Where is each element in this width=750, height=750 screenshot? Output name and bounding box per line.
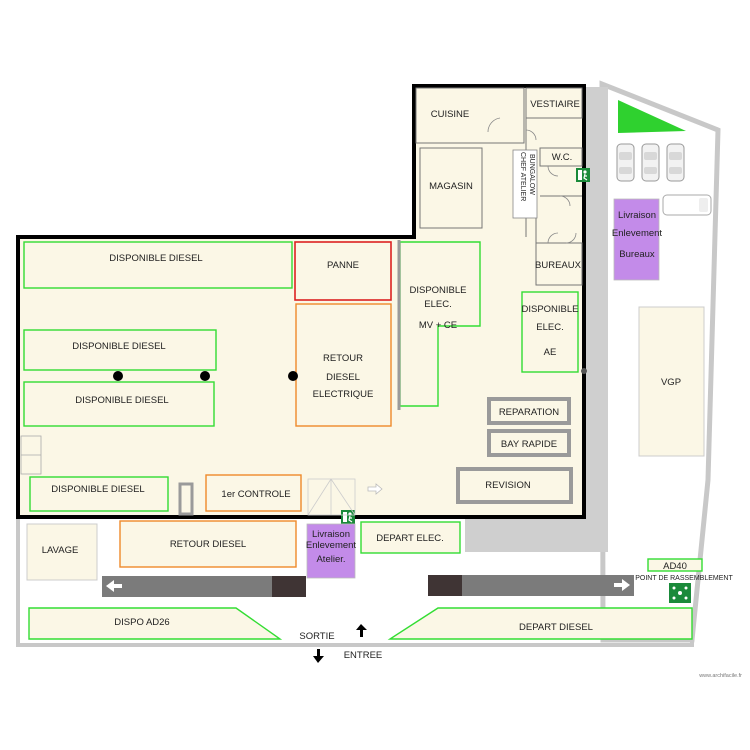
label-cuisine: CUISINE [431, 109, 470, 120]
room-wc [539, 147, 583, 167]
entree-arrow-icon [356, 624, 367, 637]
emergency-exit-icon [576, 168, 590, 182]
zone-disponible-elec-ae [521, 291, 579, 373]
grey-corridor-lower [465, 517, 608, 552]
zone-panne [294, 241, 392, 301]
lane-left [102, 576, 306, 597]
zone-depart-diesel [387, 607, 693, 640]
zone-retour-diesel-electrique [295, 303, 392, 427]
door-arc [547, 232, 559, 244]
label-disponible-elec-2: ELEC. [424, 299, 451, 310]
label-sortie: SORTIE [299, 631, 334, 642]
label-disponible-elec-1: DISPONIBLE [409, 285, 466, 296]
zone-livraison-bureaux [613, 198, 660, 281]
bungalow-label: BUNGALOW [528, 154, 535, 195]
label-retour-2: DIESEL [326, 372, 360, 383]
label-vestiaire: VESTIAIRE [530, 99, 580, 110]
label-disponible-elec-3: MV + CE [419, 320, 457, 331]
bungalow-sub-label: CHEF ATELIER [519, 152, 526, 201]
bungalow-panel [512, 149, 538, 219]
zone-disponible-diesel-bottom [29, 476, 169, 512]
zone-disponible-diesel-mid [23, 329, 217, 371]
label-retour-diesel: RETOUR DIESEL [170, 539, 246, 550]
yard-outline [16, 518, 694, 647]
label-livraison-bureaux-3: Bureaux [619, 249, 655, 260]
label-bay-rapide: BAY RAPIDE [501, 439, 557, 450]
zone-livraison-atelier [306, 523, 356, 579]
direction-arrow-icon [367, 483, 383, 495]
label-disponible-diesel-mid: DISPONIBLE DIESEL [72, 341, 165, 352]
pillar [288, 371, 298, 381]
door-arc [559, 195, 571, 207]
zone-disponible-diesel-low [23, 381, 215, 427]
door-arc [565, 232, 577, 244]
label-dispo-ad26: DISPO AD26 [114, 617, 169, 628]
zone-depart-elec [360, 521, 461, 554]
building-floor [18, 86, 584, 517]
label-ad40: AD40 [663, 561, 687, 572]
label-revision: REVISION [485, 480, 531, 491]
door-arc [547, 165, 559, 177]
zone-reparation [487, 397, 571, 425]
rack-small [178, 482, 194, 516]
watermark: www.archifacile.fr [698, 673, 742, 679]
label-1er-controle: 1er CONTROLE [221, 489, 290, 500]
label-retour-1: RETOUR [323, 353, 363, 364]
zone-retour-diesel [119, 520, 297, 568]
door-arc [525, 129, 537, 141]
room-cuisine [415, 87, 525, 144]
car-icon [641, 143, 660, 182]
label-disponible-diesel-low: DISPONIBLE DIESEL [75, 395, 168, 406]
room-magasin [419, 147, 483, 229]
room-bureaux [535, 242, 583, 286]
label-wc: W.C. [552, 152, 573, 163]
label-disponible-ae-2: ELEC. [536, 322, 563, 333]
lane-right [428, 575, 634, 596]
label-lavage: LAVAGE [42, 545, 79, 556]
label-disponible-ae-1: DISPONIBLE [521, 304, 578, 315]
zone-vgp [638, 306, 705, 457]
zone-ad40 [647, 558, 703, 572]
assembly-point-icon [669, 583, 691, 603]
label-magasin: MAGASIN [429, 181, 473, 192]
label-retour-3: ELECTRIQUE [313, 389, 374, 400]
label-depart-elec: DEPART ELEC. [376, 533, 444, 544]
label-depart-diesel: DEPART DIESEL [519, 622, 593, 633]
zone-bay-rapide [487, 429, 571, 457]
zone-dispo-ad26 [28, 607, 283, 640]
van-icon [662, 194, 712, 216]
label-reparation: REPARATION [499, 407, 559, 418]
label-livraison-atelier-2: Enlevement [306, 540, 357, 551]
label-livraison-atelier-1: Livraison [312, 529, 350, 540]
label-panne: PANNE [327, 260, 359, 271]
label-vgp: VGP [661, 377, 681, 388]
pillar [113, 371, 123, 381]
green-space [618, 100, 686, 133]
sortie-arrow-icon [313, 649, 324, 663]
label-entree: ENTREE [344, 650, 383, 661]
label-livraison-bureaux-2: Enlevement [612, 228, 663, 239]
car-icon [666, 143, 685, 182]
label-livraison-bureaux-1: Livraison [618, 210, 656, 221]
zone-1er-controle [205, 474, 302, 512]
label-point-rassemblement: POINT DE RASSEMBLEMENT [635, 575, 733, 582]
zone-disponible-diesel-top [23, 241, 293, 289]
door-arc [487, 117, 501, 133]
car-icon [616, 143, 635, 182]
zone-lavage [26, 523, 98, 581]
grey-corridor [584, 87, 608, 519]
label-disponible-ae-3: AE [544, 347, 557, 358]
pillar [581, 368, 587, 374]
label-livraison-atelier-3: Atelier. [316, 554, 345, 565]
pillar [200, 371, 210, 381]
building-wall [16, 84, 586, 519]
label-disponible-diesel-bottom: DISPONIBLE DIESEL [51, 484, 144, 495]
zone-revision [456, 467, 573, 504]
label-bureaux: BUREAUX [535, 260, 582, 271]
entry-door [307, 478, 356, 516]
label-disponible-diesel-top: DISPONIBLE DIESEL [109, 253, 202, 264]
